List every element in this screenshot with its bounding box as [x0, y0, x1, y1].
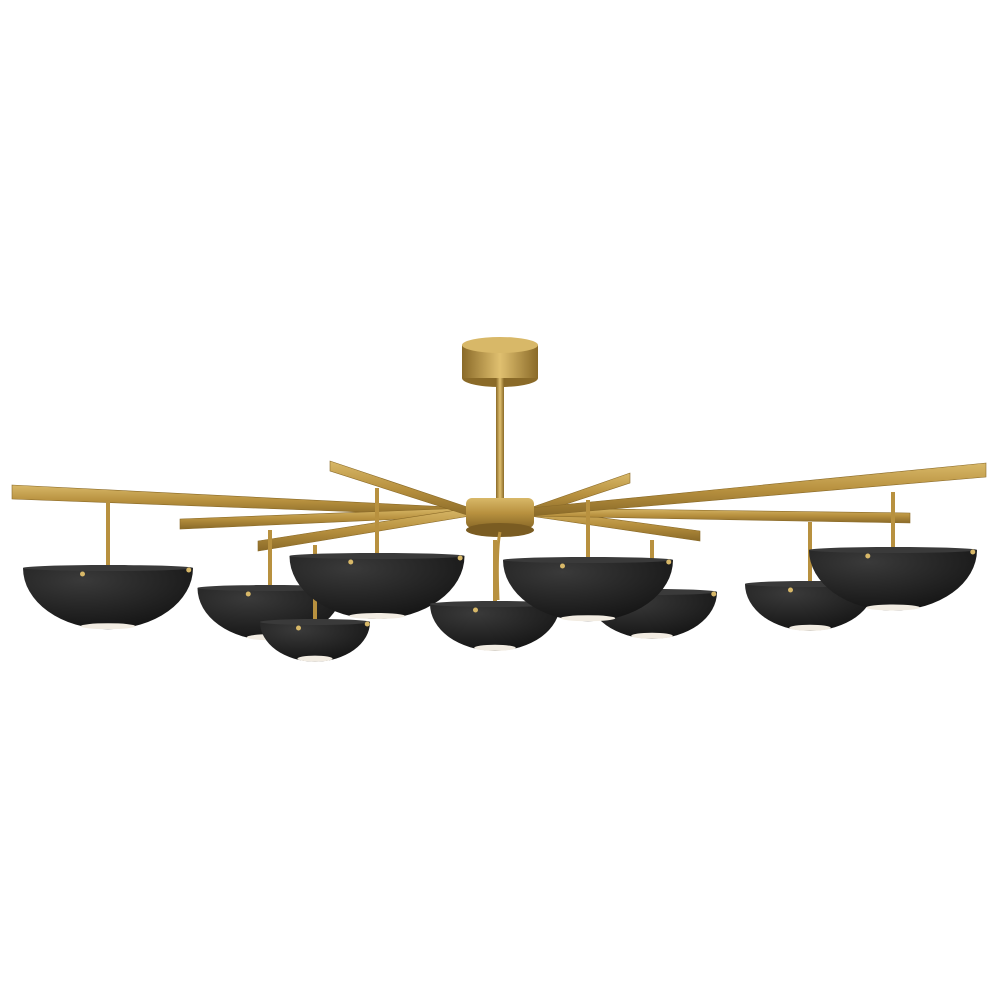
brass-screw — [865, 553, 871, 559]
hub-bottom — [466, 523, 534, 537]
brass-screw — [711, 591, 717, 597]
light-diffuser — [631, 632, 673, 639]
shade-rim — [260, 619, 370, 625]
black-dome-shade — [23, 568, 194, 630]
light-diffuser — [789, 624, 831, 631]
light-diffuser — [866, 604, 920, 611]
pendant-rod — [375, 488, 379, 556]
pendant-shade — [289, 488, 465, 620]
pendant-shade — [809, 492, 977, 611]
light-diffuser — [297, 655, 333, 662]
black-dome-shade — [430, 604, 560, 651]
black-dome-shade — [809, 550, 977, 611]
pendant-rod — [268, 530, 272, 588]
downrod — [496, 378, 504, 498]
hub — [466, 498, 534, 528]
brass-screw — [80, 571, 85, 577]
pendant-rod — [586, 500, 590, 560]
shade-rim — [23, 565, 193, 571]
brass-screw — [788, 587, 793, 593]
shade-rim — [289, 553, 465, 559]
brass-screw — [970, 549, 976, 555]
center-rod — [495, 531, 502, 601]
brass-screw — [245, 591, 251, 597]
light-diffuser — [80, 623, 136, 630]
brass-screw — [473, 607, 478, 613]
black-dome-shade — [503, 560, 673, 622]
brass-screw — [186, 567, 192, 573]
center-fixture — [462, 337, 538, 601]
brass-screw — [348, 559, 354, 565]
brass-screw — [560, 563, 565, 569]
brass-screw — [457, 555, 463, 561]
black-dome-shade — [260, 622, 370, 662]
shades — [23, 488, 977, 662]
brass-screw — [296, 625, 301, 631]
brass-screw — [364, 621, 370, 627]
pendant-shade — [503, 500, 673, 622]
shade-rim — [503, 557, 673, 563]
canopy-top — [462, 337, 538, 353]
pendant-shade — [23, 500, 194, 630]
pendant-shade — [430, 540, 560, 651]
pendant-rod — [493, 540, 497, 604]
brass-arms — [11, 460, 987, 552]
shade-rim — [809, 547, 977, 553]
black-dome-shade — [289, 556, 465, 620]
pendant-rod — [106, 500, 110, 568]
light-diffuser — [474, 644, 516, 651]
light-diffuser — [560, 615, 616, 622]
brass-screw — [666, 559, 672, 565]
light-diffuser — [349, 613, 405, 619]
pendant-rod — [891, 492, 895, 550]
